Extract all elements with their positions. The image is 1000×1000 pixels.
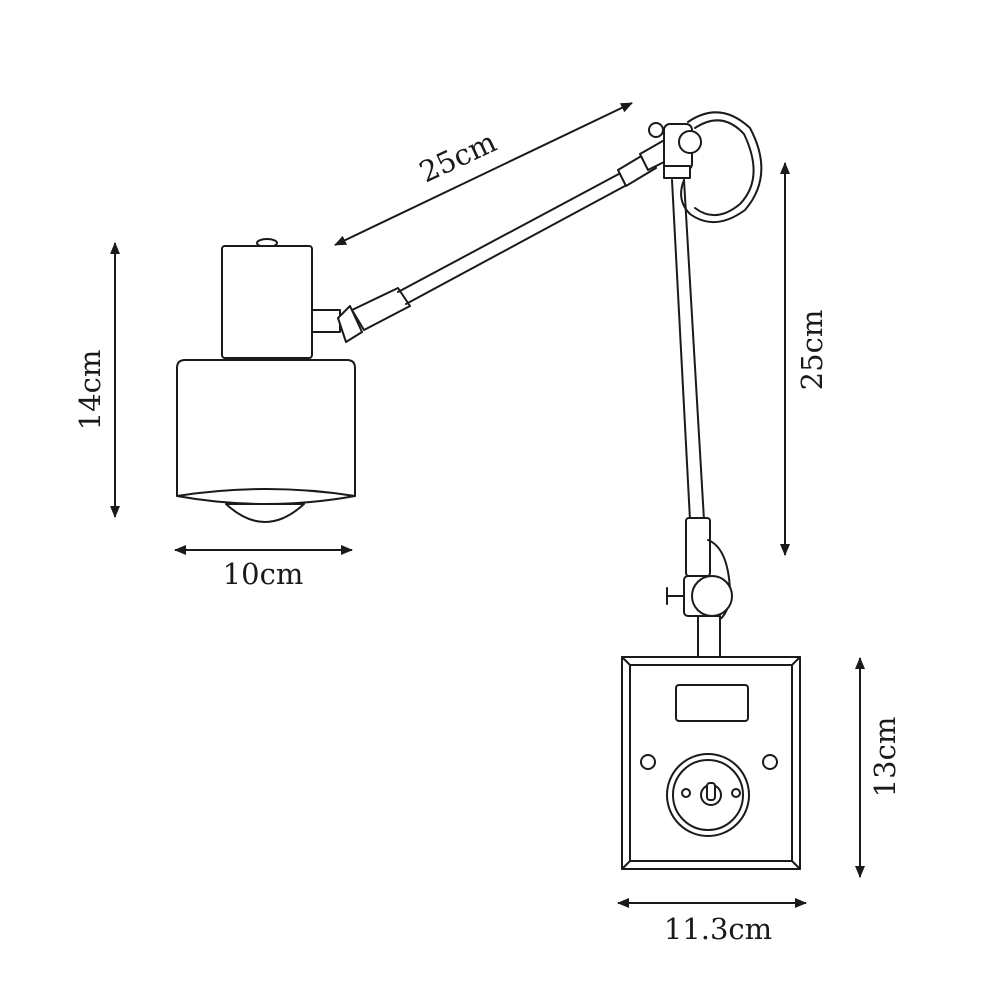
label-backplate-height: 13cm — [868, 717, 902, 798]
top-joint — [648, 111, 763, 223]
lamp-head — [176, 238, 356, 523]
dim-line-upper-arm — [334, 102, 633, 246]
back-plate — [621, 656, 801, 870]
label-shade-width: 10cm — [223, 557, 304, 591]
lower-arm — [666, 179, 733, 661]
label-shade-height: 14cm — [73, 350, 107, 431]
label-backplate-width: 11.3cm — [664, 912, 772, 946]
upper-arm — [337, 137, 677, 343]
label-upper-arm-length: 25cm — [414, 124, 501, 189]
label-lower-arm-length: 25cm — [795, 310, 829, 391]
